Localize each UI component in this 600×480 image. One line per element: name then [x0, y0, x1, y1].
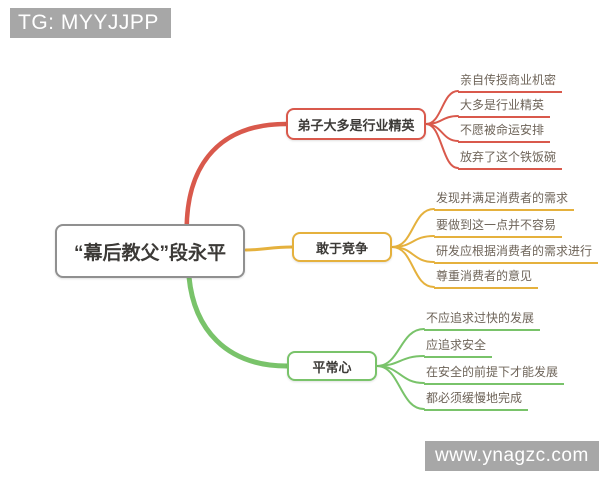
leaf-item: 亲自传授商业机密 — [458, 72, 563, 93]
leaf-item: 不愿被命运安排 — [458, 122, 551, 143]
leaf-item: 放弃了这个铁饭碗 — [458, 149, 563, 170]
connector-green-4 — [376, 365, 425, 410]
branch-curve-calm — [186, 274, 290, 369]
watermark-top: TG: MYYJJPP — [10, 8, 171, 38]
branch-node-calm: 平常心 — [287, 351, 377, 381]
leaf-item: 在安全的前提下才能发展 — [424, 364, 565, 385]
leaf-item: 大多是行业精英 — [458, 97, 551, 118]
leaf-item: 不应追求过快的发展 — [424, 310, 541, 331]
branch-node-disciples: 弟子大多是行业精英 — [286, 108, 426, 140]
root-node: “幕后教父”段永平 — [55, 224, 245, 278]
branch-curve-disciples — [184, 121, 289, 245]
leaf-item: 尊重消费者的意见 — [434, 268, 539, 289]
leaf-item: 都必须缓慢地完成 — [424, 390, 529, 411]
leaf-item: 发现并满足消费者的需求 — [434, 190, 575, 211]
watermark-bottom: www.ynagzc.com — [425, 441, 599, 471]
leaf-item: 要做到这一点并不容易 — [434, 217, 563, 238]
leaf-item: 研发应根据消费者的需求进行 — [434, 243, 599, 264]
leaf-item: 应追求安全 — [424, 337, 493, 358]
branch-curve-compete — [244, 245, 294, 252]
connector-red-4 — [425, 123, 459, 169]
connector-red-2 — [425, 115, 459, 125]
connector-orange-4 — [391, 246, 435, 288]
branch-node-compete: 敢于竞争 — [292, 232, 392, 262]
